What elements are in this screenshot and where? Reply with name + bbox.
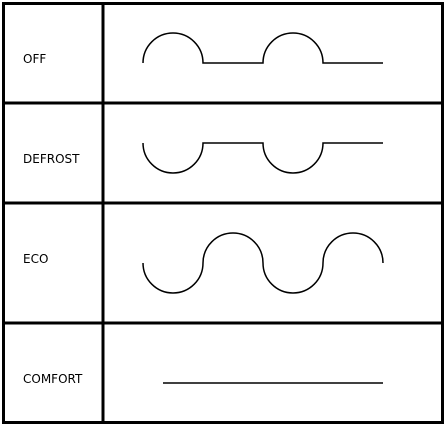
mode-label-off: OFF	[23, 52, 47, 66]
waveform-defrost	[142, 142, 383, 174]
mode-label-defrost: DEFROST	[23, 152, 80, 166]
waveforms	[142, 32, 384, 384]
waveform-eco	[142, 232, 384, 294]
waveform-off	[142, 32, 383, 64]
mode-label-eco: ECO	[23, 252, 49, 266]
mode-label-comfort: COMFORT	[23, 372, 83, 386]
